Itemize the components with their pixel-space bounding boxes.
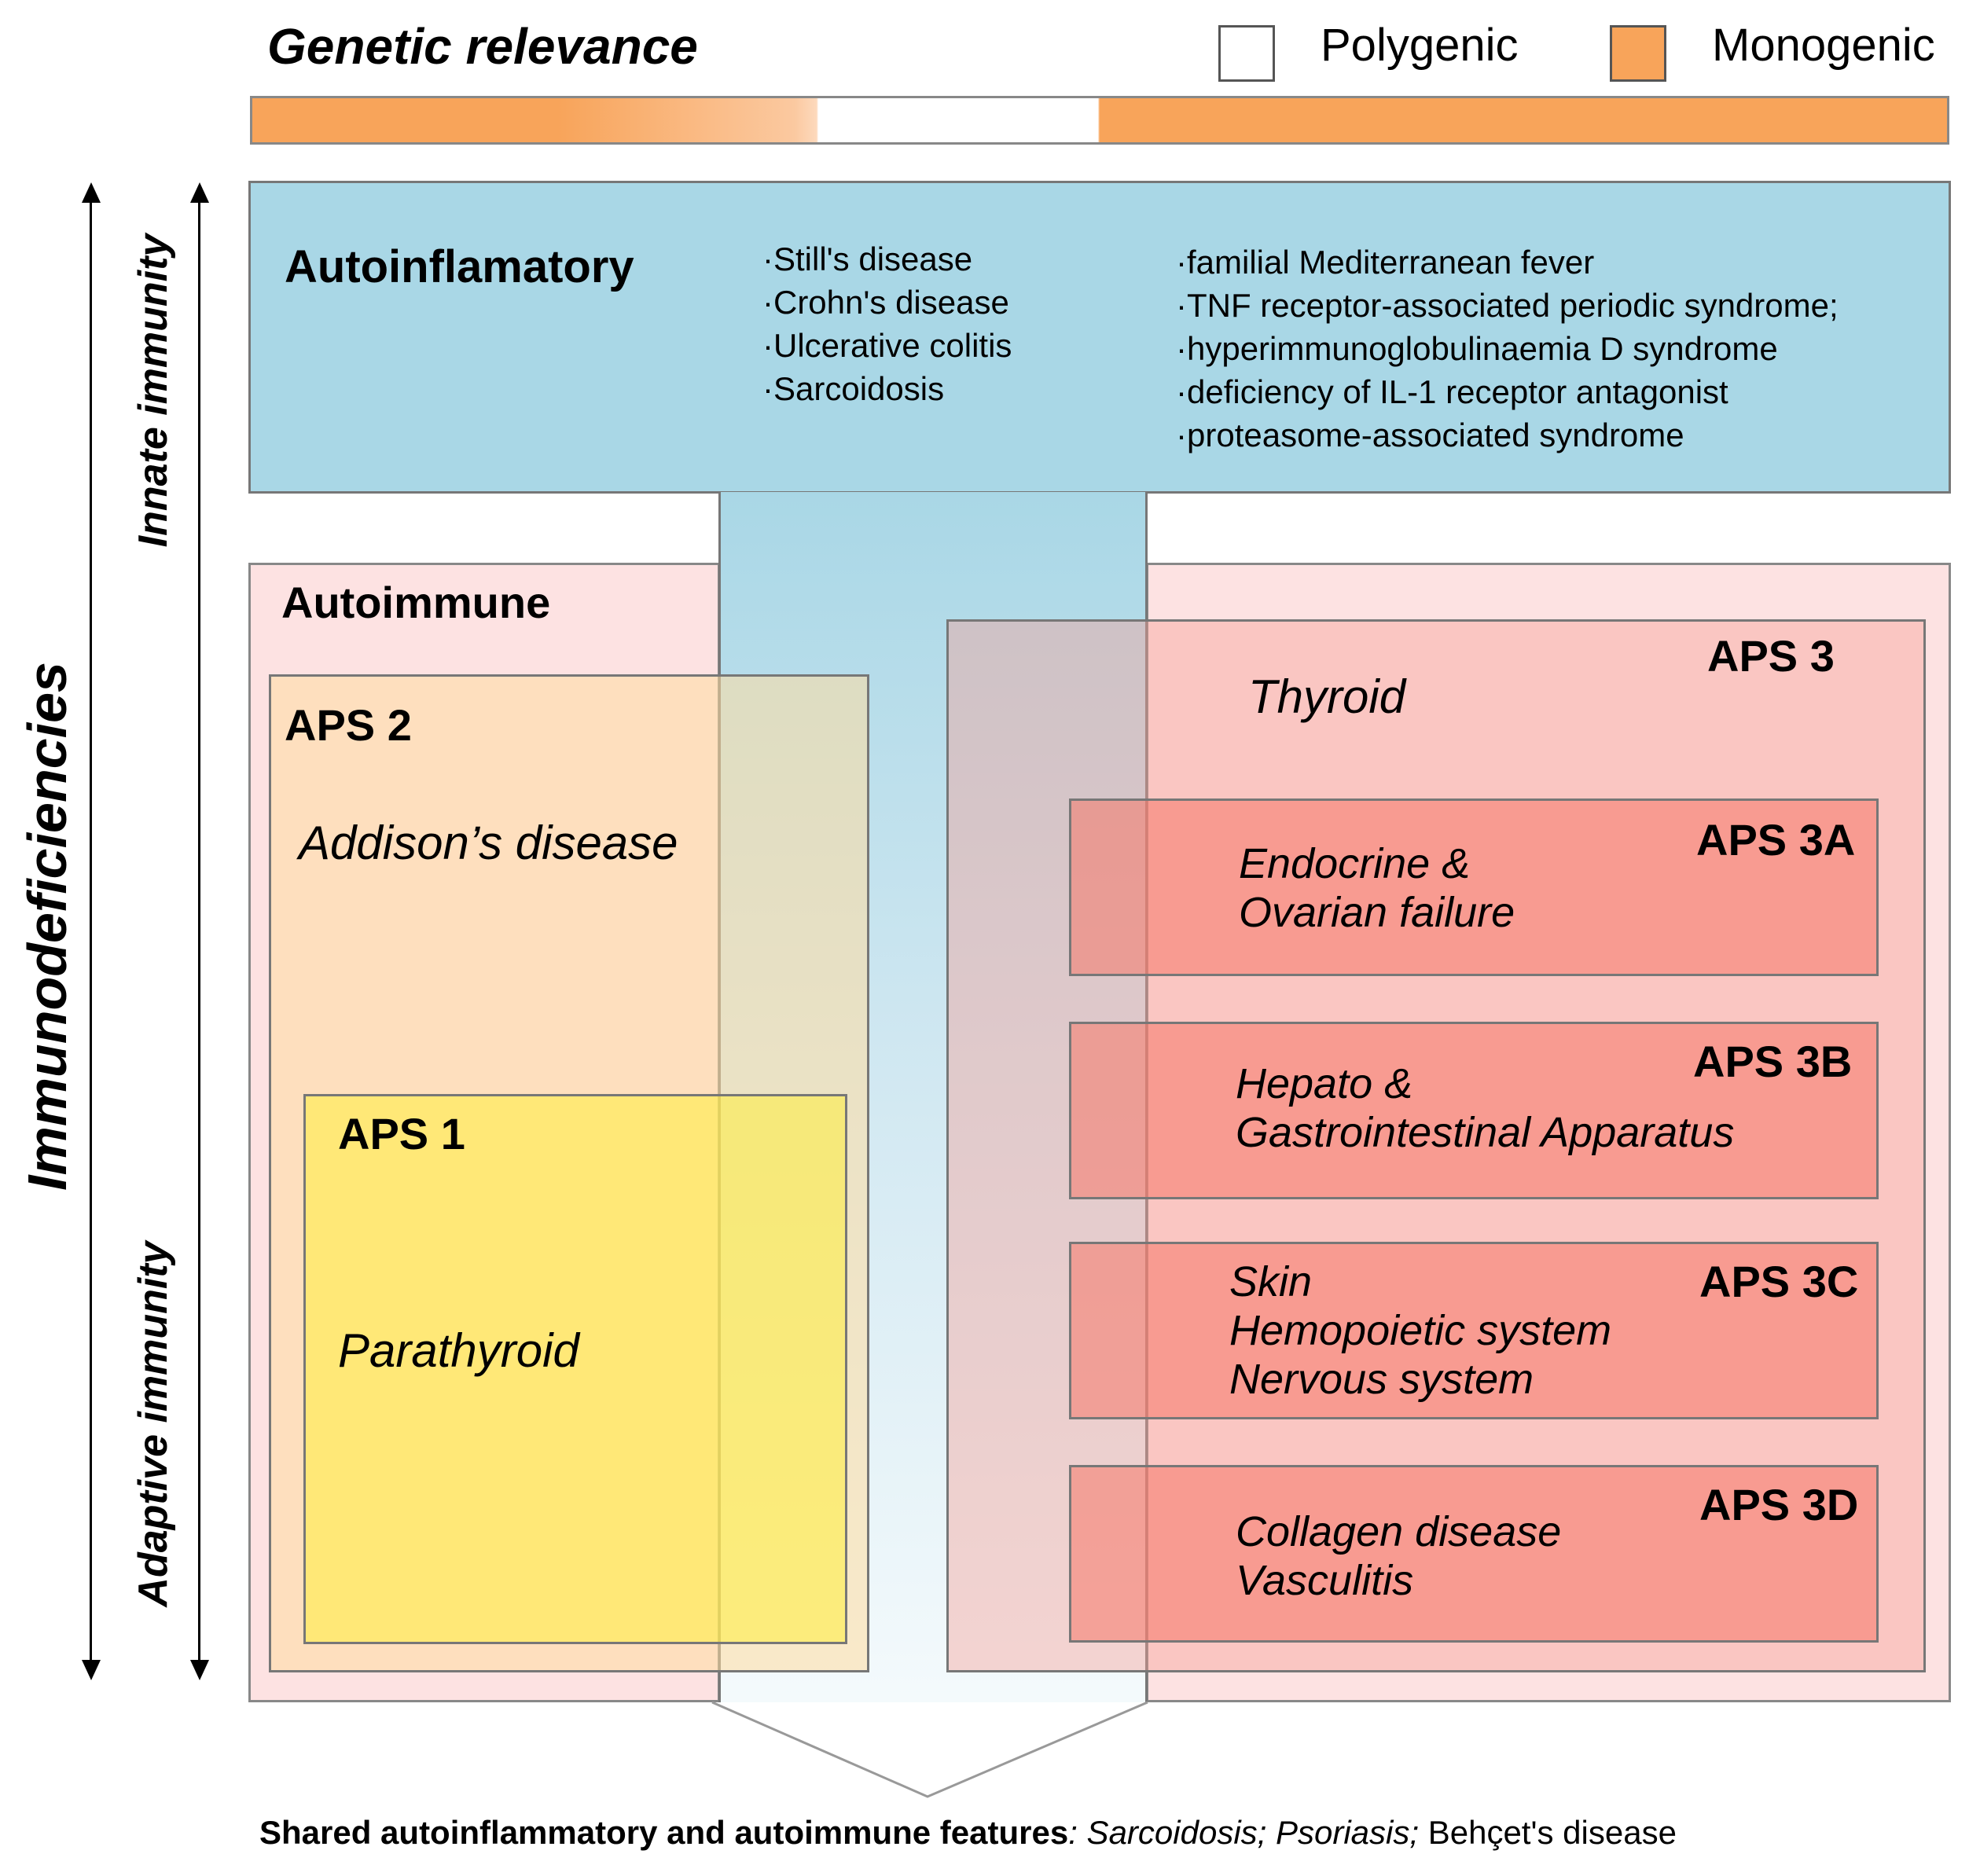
shared-features-heading: Shared autoinflammatory and autoimmune f… xyxy=(259,1814,1069,1851)
aps3d-label: APS 3D xyxy=(1699,1480,1859,1529)
genetic-relevance-bar xyxy=(250,96,1949,145)
immunity-arrow-line xyxy=(198,201,200,1663)
aps3c-box xyxy=(1069,1242,1879,1419)
shared-features-italic: : Sarcoidosis; Psoriasis; xyxy=(1068,1814,1420,1851)
aps3a-box xyxy=(1069,798,1879,976)
aps3b-box xyxy=(1069,1022,1879,1199)
immunodeficiencies-arrow-line xyxy=(90,201,92,1663)
monogenic-legend-swatch xyxy=(1610,25,1666,82)
aps1-box xyxy=(303,1094,847,1644)
autoinflammatory-title: Autoinflamatory xyxy=(285,241,634,292)
aps3a-diseases: Endocrine & Ovarian failure xyxy=(1239,839,1515,937)
autoinflammatory-monogenic-list: ·familial Mediterranean fever ·TNF recep… xyxy=(1176,240,1839,457)
aps3c-diseases: Skin Hemopoietic system Nervous system xyxy=(1229,1257,1611,1404)
list-item: ·TNF receptor-associated periodic syndro… xyxy=(1176,287,1839,324)
list-item: ·Still's disease xyxy=(762,240,973,277)
autoinflammatory-polygenic-list: ·Still's disease ·Crohn's disease ·Ulcer… xyxy=(762,237,1012,410)
autoinflammatory-box xyxy=(248,181,1951,494)
aps3b-label: APS 3B xyxy=(1693,1037,1853,1086)
shared-features-caption: Shared autoinflammatory and autoimmune f… xyxy=(259,1814,1677,1852)
disease-line: Ovarian failure xyxy=(1239,889,1515,936)
aps3a-label: APS 3A xyxy=(1696,815,1856,865)
aps3c-label: APS 3C xyxy=(1699,1257,1859,1306)
polygenic-legend-label: Polygenic xyxy=(1321,20,1519,71)
disease-line: Skin xyxy=(1229,1258,1313,1305)
disease-line: Nervous system xyxy=(1229,1356,1534,1403)
aps3-disease: Thyroid xyxy=(1248,670,1406,723)
aps3d-diseases: Collagen disease Vasculitis xyxy=(1236,1507,1561,1605)
list-item: ·hyperimmunoglobulinaemia D syndrome xyxy=(1176,330,1778,367)
aps3-label: APS 3 xyxy=(1707,631,1835,681)
immunodeficiencies-arrow-up-head xyxy=(82,182,101,203)
aps2-disease: Addison’s disease xyxy=(299,817,678,869)
aps3d-box xyxy=(1069,1465,1879,1643)
list-item: ·Sarcoidosis xyxy=(762,370,945,407)
immunodeficiencies-arrow-down-head xyxy=(82,1660,101,1680)
disease-line: Hemopoietic system xyxy=(1229,1307,1612,1354)
list-item: ·proteasome-associated syndrome xyxy=(1176,417,1684,453)
aps1-disease: Parathyroid xyxy=(338,1324,579,1377)
disease-line: Collagen disease xyxy=(1236,1508,1562,1555)
disease-line: Vasculitis xyxy=(1236,1557,1414,1604)
list-item: ·deficiency of IL-1 receptor antagonist xyxy=(1176,373,1728,410)
disease-line: Endocrine & xyxy=(1239,840,1471,887)
monogenic-legend-label: Monogenic xyxy=(1712,20,1935,71)
immunity-arrow-up-head xyxy=(190,182,209,203)
aps1-label: APS 1 xyxy=(338,1109,465,1158)
disease-line: Gastrointestinal Apparatus xyxy=(1236,1109,1735,1156)
genetic-relevance-title: Genetic relevance xyxy=(267,18,698,75)
aps3b-diseases: Hepato & Gastrointestinal Apparatus xyxy=(1236,1059,1734,1157)
aps2-label: APS 2 xyxy=(285,700,412,750)
list-item: ·Ulcerative colitis xyxy=(762,327,1012,364)
polygenic-legend-swatch xyxy=(1218,25,1275,82)
autoimmune-title: Autoimmune xyxy=(281,578,551,627)
shared-features-plain: Behçet's disease xyxy=(1419,1814,1677,1851)
disease-line: Hepato & xyxy=(1236,1060,1413,1107)
immunity-arrow-down-head xyxy=(190,1660,209,1680)
list-item: ·familial Mediterranean fever xyxy=(1176,244,1595,281)
list-item: ·Crohn's disease xyxy=(762,284,1009,321)
